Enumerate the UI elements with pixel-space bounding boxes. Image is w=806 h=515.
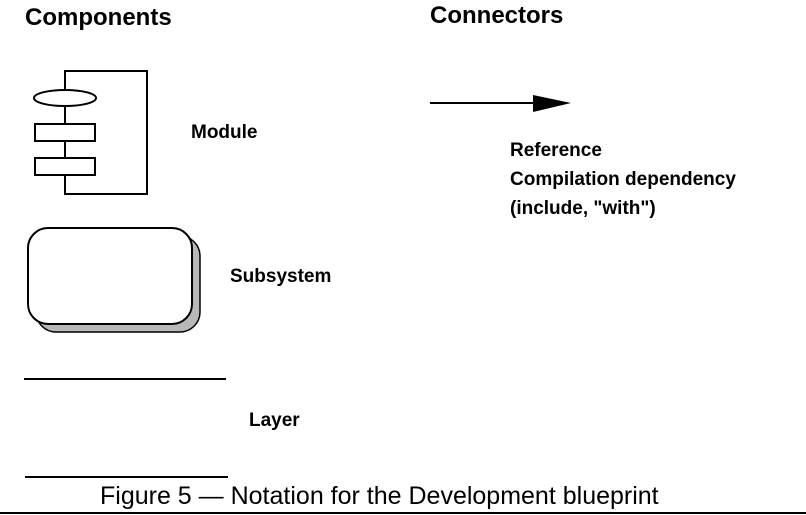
module-icon — [33, 70, 148, 195]
module-body — [64, 70, 148, 195]
layer-label: Layer — [249, 410, 300, 431]
connector-description: Reference Compilation dependency (includ… — [510, 136, 736, 223]
connector-line-compilation: Compilation dependency — [510, 169, 736, 190]
module-ellipse — [33, 89, 97, 107]
connector-line-reference: Reference — [510, 140, 602, 161]
connector-line-include: (include, "with") — [510, 198, 656, 219]
components-heading: Components — [25, 4, 172, 31]
module-port-upper — [34, 123, 96, 142]
subsystem-icon — [27, 227, 201, 333]
connectors-heading: Connectors — [430, 2, 564, 29]
module-port-lower — [34, 157, 96, 176]
figure-caption: Figure 5 — Notation for the Development … — [100, 482, 659, 510]
subsystem-label: Subsystem — [230, 266, 332, 287]
module-label: Module — [191, 122, 258, 143]
arrow-right-icon — [430, 95, 571, 112]
subsystem-box — [27, 227, 193, 325]
